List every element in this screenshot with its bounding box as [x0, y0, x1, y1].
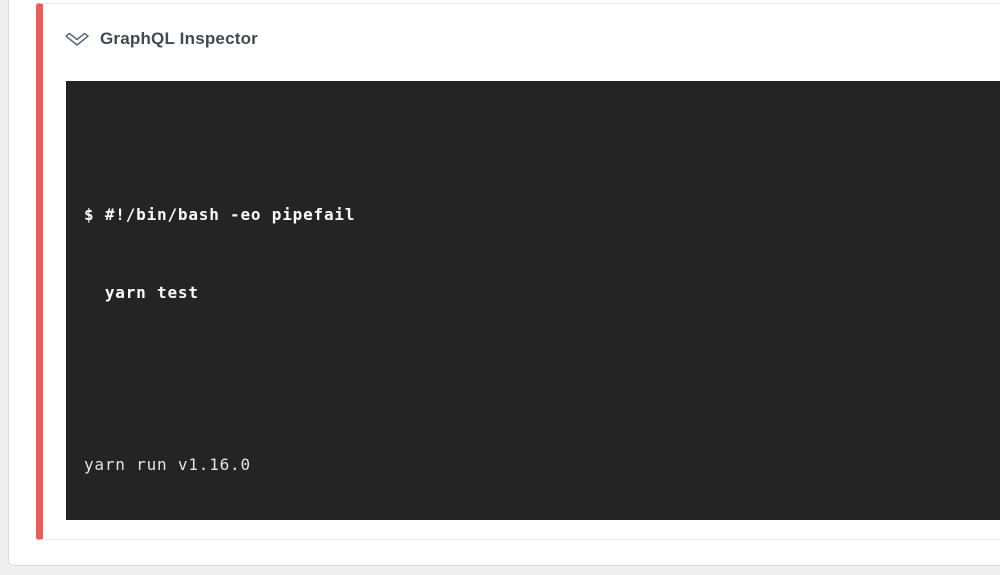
terminal-text: $ #!/bin/bash -eo pipefail	[84, 205, 356, 224]
line-shebang: $ #!/bin/bash -eo pipefail	[84, 202, 1000, 228]
line-yarn-test: yarn test	[84, 280, 1000, 306]
build-step-card: GraphQL Inspector $ #!/bin/bash -eo pipe…	[36, 3, 1000, 540]
terminal-output: $ #!/bin/bash -eo pipefail yarn test yar…	[66, 81, 1000, 520]
terminal-text: yarn test	[84, 283, 199, 302]
terminal-command-block: $ #!/bin/bash -eo pipefail yarn test	[84, 150, 1000, 358]
content-panel: GraphQL Inspector $ #!/bin/bash -eo pipe…	[8, 0, 1000, 566]
step-title: GraphQL Inspector	[100, 29, 259, 48]
terminal-text: yarn run v1.16.0	[84, 455, 251, 474]
double-chevron-down-icon[interactable]	[64, 29, 90, 49]
line-yarn-run: yarn run v1.16.0	[84, 452, 1000, 478]
step-header[interactable]: GraphQL Inspector	[64, 26, 1000, 52]
